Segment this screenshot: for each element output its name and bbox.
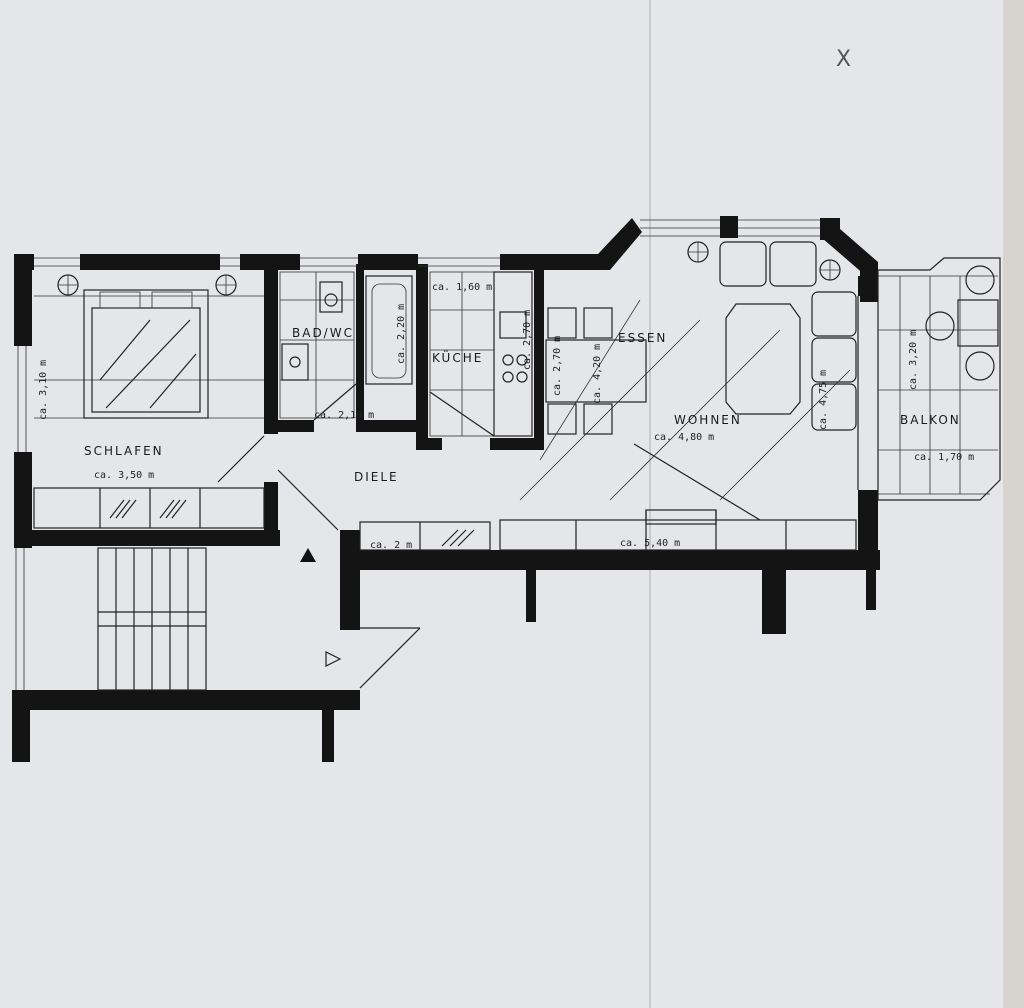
room-label-wohnen: WOHNEN — [674, 413, 742, 427]
stove-burner-icon — [502, 371, 514, 383]
bed — [83, 289, 209, 419]
entrance-arrow-icon — [300, 548, 316, 562]
sink-icon — [499, 311, 527, 339]
stove-burner-icon — [516, 354, 528, 366]
room-label-bad-wc: BAD/WC — [292, 326, 354, 340]
walls — [12, 216, 880, 762]
dim-bad-depth: ca. 2,20 m — [396, 304, 407, 364]
hall-wardrobe — [359, 521, 491, 551]
dim-balkon-width: ca. 1,70 m — [914, 452, 974, 463]
living-furniture — [499, 241, 859, 551]
dim-wohnen-depth: ca. 4,75 m — [818, 370, 829, 430]
kitchen-counter — [493, 271, 533, 437]
room-label-diele: DIELE — [354, 470, 399, 484]
toilet-icon — [319, 281, 343, 313]
windows — [15, 219, 820, 690]
dim-bad-width: ca. 2,10 m — [314, 410, 374, 421]
dim-kueche-depth: ca. 2,70 m — [522, 310, 533, 370]
dim-kueche-width: ca. 1,60 m — [432, 282, 492, 293]
room-label-schlafen: SCHLAFEN — [84, 444, 164, 458]
balcony-chair-icon — [925, 311, 955, 341]
bathtub — [365, 275, 413, 385]
dim-balkon-depth: ca. 3,20 m — [908, 330, 919, 390]
balcony-chair-icon — [965, 265, 995, 295]
dim-wohnen-width: ca. 4,80 m — [654, 432, 714, 443]
room-label-kueche: KÜCHE — [432, 349, 483, 365]
entrance-arrow-icon — [325, 651, 342, 667]
dim-essen-depth: ca. 2,70 m — [552, 336, 563, 396]
dim-wall-length: ca. 5,40 m — [620, 538, 680, 549]
stove-burner-icon — [516, 371, 528, 383]
balcony-table — [957, 299, 999, 347]
dining-table — [545, 339, 647, 403]
sink-icon — [281, 343, 309, 381]
coffee-table — [725, 303, 801, 415]
balcony — [877, 257, 1001, 501]
paper-edge — [1003, 0, 1024, 1008]
room-label-essen: ESSEN — [618, 331, 667, 345]
bedroom-furniture — [33, 274, 265, 529]
dim-schlafen-depth: ca. 3,10 m — [38, 360, 49, 420]
hall-details — [97, 469, 491, 691]
dim-schlafen-width: ca. 3,50 m — [94, 470, 154, 481]
balcony-chair-icon — [965, 351, 995, 381]
sofa-cushion — [719, 241, 767, 287]
corner-mark: X — [836, 47, 851, 72]
stove-burner-icon — [502, 354, 514, 366]
room-label-balkon: BALKON — [900, 413, 961, 427]
kitchen-fixtures — [429, 271, 533, 437]
bathroom-fixtures — [279, 271, 413, 421]
dim-essen-depth2: ca. 4,20 m — [592, 344, 603, 404]
wardrobe — [33, 487, 265, 529]
dim-diele-width: ca. 2 m — [370, 540, 412, 551]
sideboard — [499, 519, 857, 551]
